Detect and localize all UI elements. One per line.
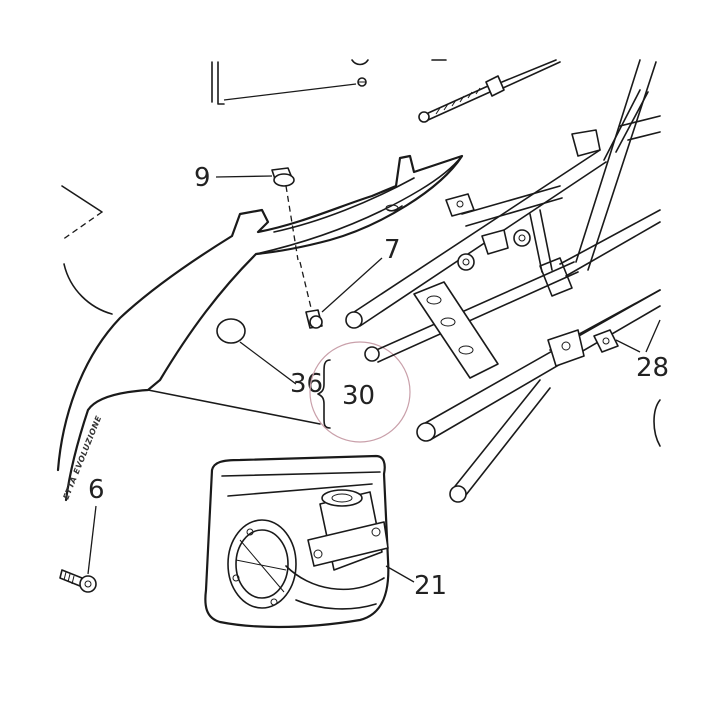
- callout-9: 9: [194, 163, 211, 193]
- part-21-housing: [204, 454, 390, 629]
- upper-bracket-group: [211, 59, 447, 105]
- callout-28: 28: [636, 353, 669, 383]
- part-36-o-ring: [216, 318, 246, 344]
- callout-21: 21: [414, 571, 447, 601]
- part-28-clip-nut: [593, 329, 619, 353]
- brace-30: [317, 359, 331, 429]
- callout-6: 6: [88, 475, 105, 505]
- leader-36: [239, 341, 297, 385]
- leader-6: [87, 505, 97, 575]
- leader-28: [615, 339, 641, 353]
- highlight-circle: [309, 341, 411, 443]
- part-9-grommet: [271, 167, 299, 261]
- part-6-screw: [59, 569, 97, 593]
- leader-21: [385, 565, 415, 583]
- throttle-cable: [418, 59, 561, 123]
- leader-9: [215, 175, 273, 178]
- callout-30: 30: [342, 381, 375, 411]
- tail-fairing: [56, 154, 464, 502]
- leader-7: [321, 257, 383, 313]
- left-side-panel-partial: [61, 185, 113, 315]
- small-screw-top: [357, 77, 367, 87]
- rear-subframe: [345, 59, 661, 503]
- right-partial-part: [653, 399, 661, 447]
- part-7-screw: [299, 261, 323, 329]
- callout-7: 7: [384, 235, 401, 265]
